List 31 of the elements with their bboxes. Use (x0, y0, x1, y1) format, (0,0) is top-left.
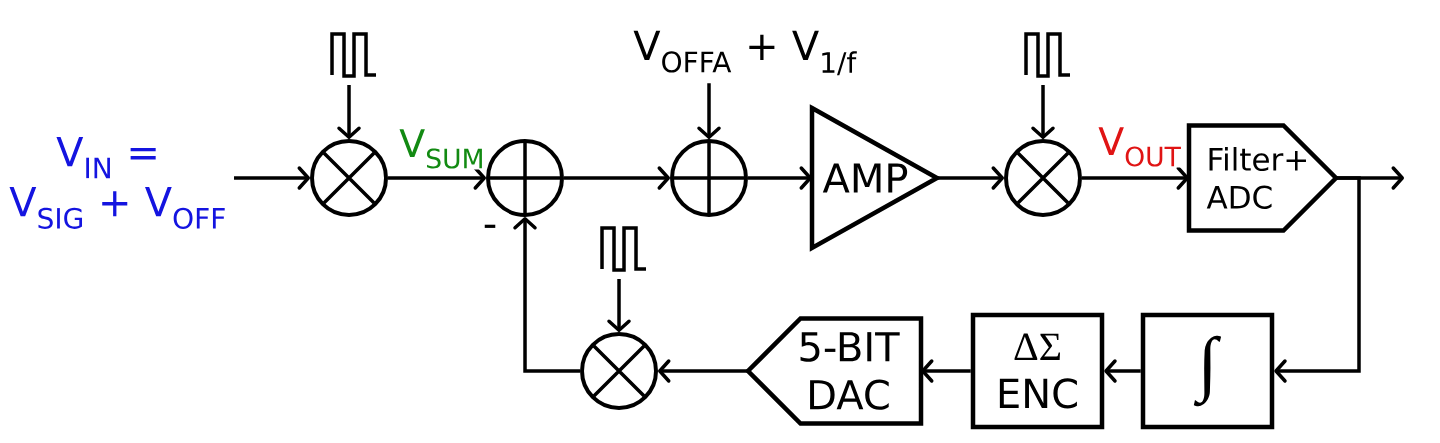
signal-label: V$_{IN}$ = V$_{SIG}$ + V$_{OFF}$ (9, 137, 225, 229)
arrow (1082, 166, 1189, 190)
arrow (921, 359, 971, 383)
arrow (658, 359, 748, 383)
encoder-box: ΔΣ ENC (970, 312, 1105, 430)
arrow (607, 279, 631, 332)
dac-block: 5-BIT DAC (744, 316, 924, 426)
multiplier-circle (580, 332, 658, 410)
arrow (748, 166, 812, 190)
arrow (937, 166, 1004, 190)
minus-sign: - (484, 224, 496, 228)
arrow (234, 166, 310, 190)
arrow (697, 83, 721, 139)
summing-circle (486, 139, 564, 217)
clock-waveform (600, 226, 646, 272)
arrow (1104, 359, 1141, 383)
filter-block: Filter+ ADC (1186, 123, 1340, 233)
multiplier-circle (310, 139, 388, 217)
multiplier-circle (1004, 139, 1082, 217)
edge-label: V$_{SUM}$ (398, 128, 486, 170)
integrator-box: ∫ (1140, 312, 1275, 430)
signal-label: V$_{OFFA}$ + V$_{1/f}$ (633, 30, 857, 76)
arrow (1031, 85, 1055, 139)
arrow (1274, 176, 1361, 383)
clock-waveform (1024, 32, 1070, 78)
clock-waveform (330, 32, 376, 78)
summing-circle (670, 139, 748, 217)
arrow (337, 85, 361, 139)
edge-label: V$_{OUT}$ (1097, 126, 1183, 168)
arrow (513, 217, 580, 373)
arrow (564, 166, 670, 190)
